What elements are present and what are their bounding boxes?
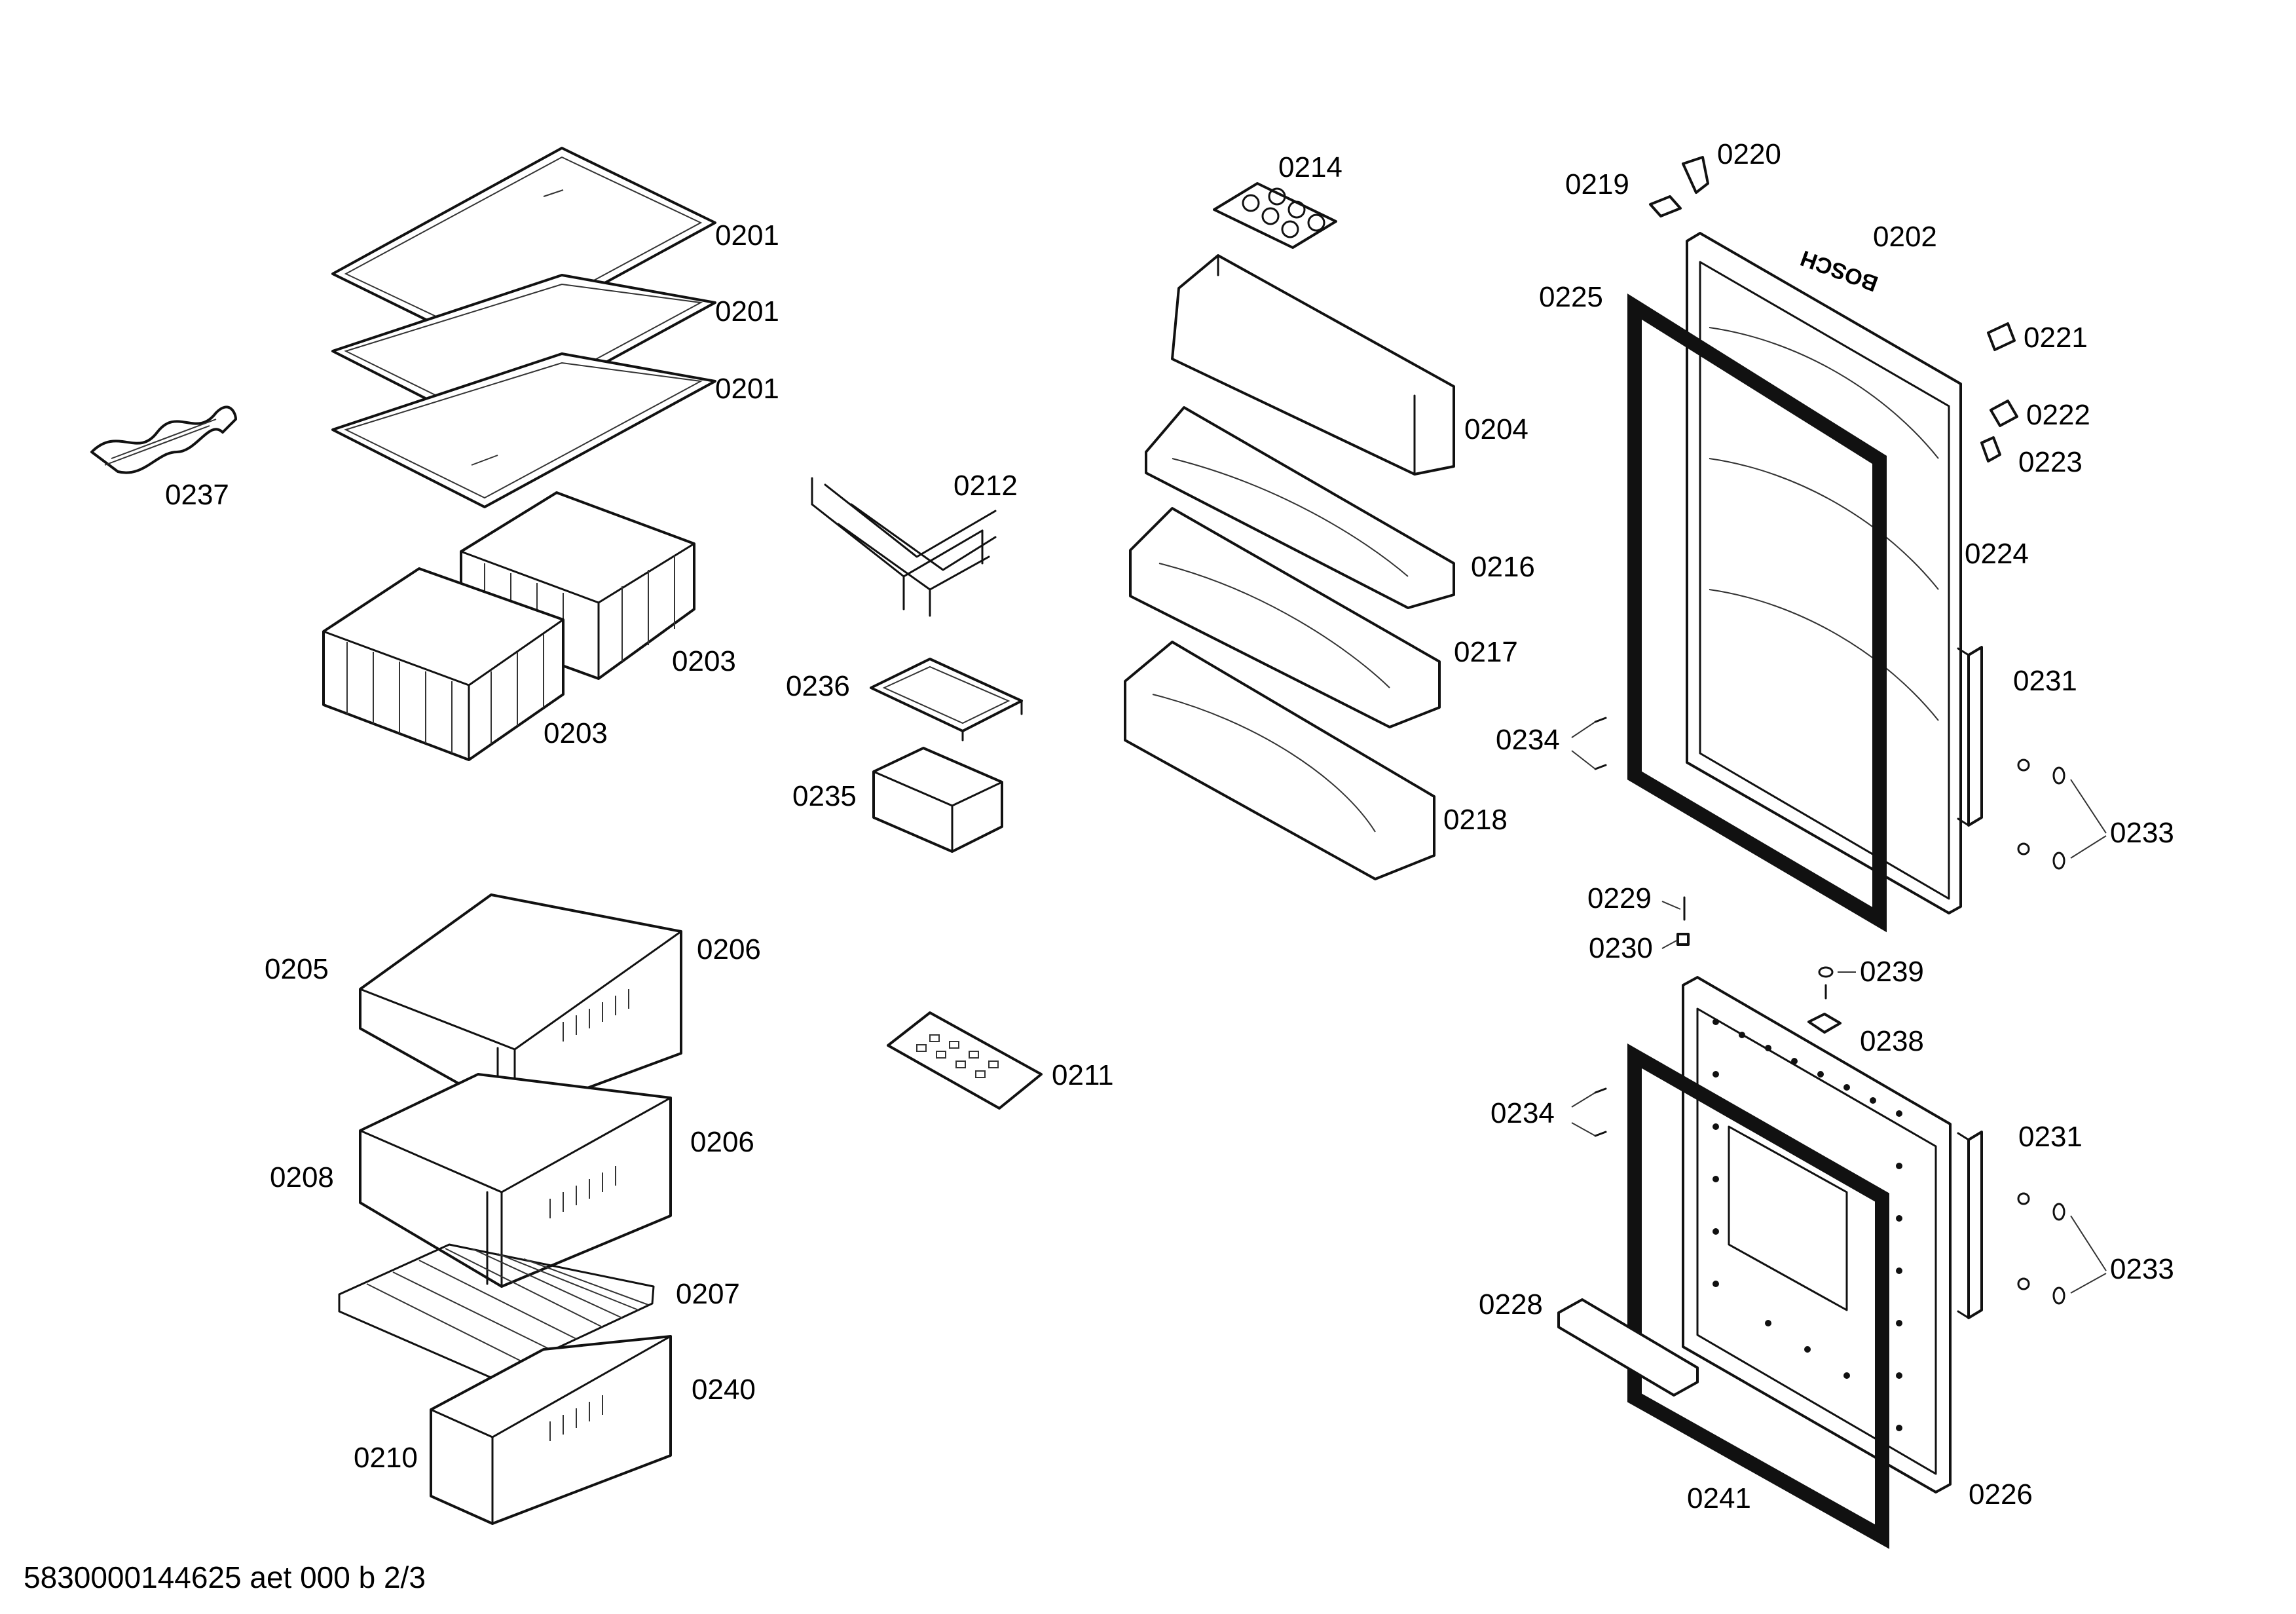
- label-0223: 0223: [2018, 446, 2083, 478]
- nut-0230[interactable]: [1661, 933, 1690, 949]
- bottle-rack-0237[interactable]: [90, 405, 237, 474]
- label-0201-top: 0201: [715, 219, 779, 252]
- label-0240: 0240: [692, 1374, 756, 1406]
- screws-0233-lower[interactable]: [2017, 1192, 2065, 1305]
- label-0202: 0202: [1873, 221, 1937, 253]
- label-0212: 0212: [954, 470, 1018, 502]
- screws-0234-lower[interactable]: [1571, 1087, 1607, 1137]
- screws-0233-upper[interactable]: [2017, 759, 2065, 870]
- label-0203-rear: 0203: [672, 645, 736, 677]
- label-0205: 0205: [265, 953, 329, 985]
- label-0234-lower: 0234: [1491, 1097, 1555, 1129]
- glass-shelf-0201-bottom[interactable]: [331, 352, 716, 508]
- egg-tray-0214[interactable]: [1213, 182, 1337, 249]
- label-0211: 0211: [1052, 1059, 1114, 1091]
- document-footer-code: 5830000144625 aet 000 b 2/3: [24, 1560, 426, 1594]
- label-0217: 0217: [1454, 636, 1518, 668]
- label-0224: 0224: [1965, 538, 2029, 570]
- label-0201-middle: 0201: [715, 295, 779, 328]
- label-0238: 0238: [1860, 1025, 1924, 1057]
- label-0225: 0225: [1539, 281, 1603, 313]
- label-0220: 0220: [1717, 138, 1781, 170]
- bushing-0223[interactable]: [1980, 436, 2001, 462]
- label-0206-top: 0206: [697, 933, 761, 966]
- freezer-drawer-0240[interactable]: [430, 1335, 672, 1525]
- wire-basket-0203-front[interactable]: [322, 567, 565, 761]
- tray-0236[interactable]: [870, 658, 1023, 741]
- label-0207: 0207: [676, 1278, 740, 1310]
- door-shelf-0217[interactable]: [1129, 507, 1441, 728]
- label-0221: 0221: [2024, 322, 2088, 354]
- label-0208: 0208: [270, 1161, 334, 1193]
- label-0214: 0214: [1278, 151, 1342, 183]
- handle-0231-upper[interactable]: [1957, 646, 1983, 827]
- label-0239: 0239: [1860, 956, 1924, 988]
- handle-0231-lower[interactable]: [1957, 1131, 1983, 1319]
- label-0218: 0218: [1443, 804, 1508, 836]
- cover-panel-0228[interactable]: [1557, 1298, 1699, 1397]
- hinge-cap-0219[interactable]: [1649, 195, 1682, 217]
- label-0229: 0229: [1587, 882, 1652, 914]
- door-shelf-0216[interactable]: [1145, 406, 1455, 609]
- label-0231-lower: 0231: [2018, 1121, 2083, 1153]
- label-0234-upper: 0234: [1496, 724, 1560, 756]
- label-0236: 0236: [786, 670, 850, 702]
- hinge-cover-0222[interactable]: [1990, 400, 2018, 427]
- label-0216: 0216: [1471, 551, 1535, 583]
- brand-logo-text: BOSCH: [1797, 245, 1881, 296]
- door-shelf-0204[interactable]: [1171, 254, 1455, 476]
- label-0219: 0219: [1565, 168, 1629, 200]
- label-0203-front: 0203: [544, 717, 608, 749]
- label-0204: 0204: [1464, 413, 1528, 445]
- wire-shelf-0207[interactable]: [338, 1243, 655, 1379]
- wire-rack-0212[interactable]: [811, 477, 997, 617]
- label-0201-bottom: 0201: [715, 373, 779, 405]
- label-0233-upper: 0233: [2110, 817, 2174, 849]
- storage-box-0235[interactable]: [872, 747, 1003, 853]
- label-0231-upper: 0231: [2013, 665, 2077, 697]
- label-0237: 0237: [165, 479, 229, 511]
- label-0230: 0230: [1589, 932, 1653, 964]
- pin-0229[interactable]: [1661, 896, 1686, 921]
- hinge-part-0220[interactable]: [1682, 156, 1709, 194]
- ice-tray-0211[interactable]: [887, 1011, 1043, 1110]
- part-labels: 0201 0201 0201 0237 0203 0203 0212 0236 …: [165, 138, 2174, 1514]
- label-0206-bottom: 0206: [690, 1126, 754, 1158]
- label-0222: 0222: [2026, 399, 2090, 431]
- crisper-drawer-0206-bottom[interactable]: [359, 1073, 672, 1288]
- leader-lines: [2070, 779, 2107, 1294]
- hinge-bracket-0221[interactable]: [1987, 322, 2016, 351]
- door-gasket-0241[interactable]: [1627, 1043, 1889, 1549]
- label-0235: 0235: [792, 780, 857, 812]
- hinge-block-0238[interactable]: [1807, 1013, 1842, 1034]
- label-0233-lower: 0233: [2110, 1253, 2174, 1285]
- label-0228: 0228: [1479, 1288, 1543, 1321]
- label-0226: 0226: [1969, 1478, 2033, 1511]
- cap-0239[interactable]: [1818, 966, 1856, 1000]
- door-gasket-0225[interactable]: [1627, 293, 1887, 933]
- label-0241: 0241: [1687, 1482, 1751, 1514]
- door-shelf-0218[interactable]: [1124, 641, 1435, 880]
- screws-0234-upper[interactable]: [1571, 717, 1607, 770]
- fridge-door-0202[interactable]: BOSCH: [1686, 232, 1962, 914]
- label-0210: 0210: [354, 1442, 418, 1474]
